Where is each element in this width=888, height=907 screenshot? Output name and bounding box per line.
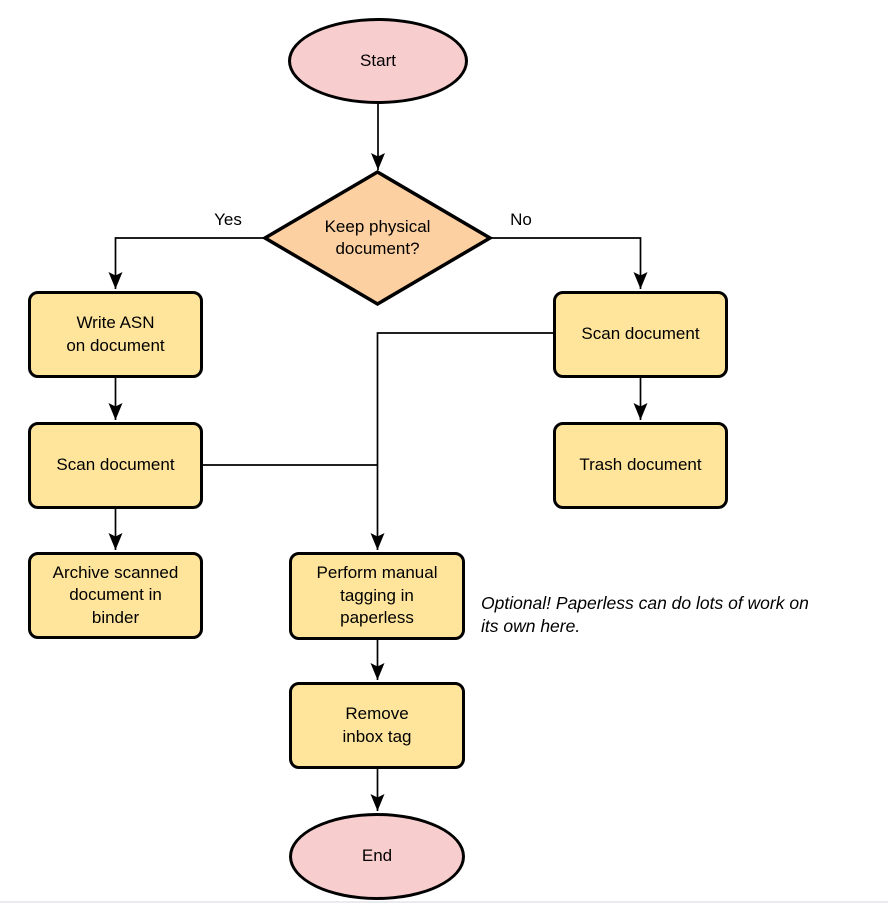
edge-label-yes: Yes: [214, 210, 242, 229]
edge-scan-right-to-tagging: [370, 332, 553, 550]
node-manual-tagging-label: Perform manual tagging in paperless: [316, 563, 438, 628]
node-decision: Keep physical document?: [257, 164, 498, 312]
node-start-label: Start: [360, 50, 396, 70]
node-archive-binder: Archive scanned document in binder: [28, 552, 203, 639]
edge-yes-to-write-asn: [108, 237, 265, 289]
decision-diamond-shape: [261, 169, 494, 307]
node-scan-document-right-label: Scan document: [581, 324, 700, 344]
edge-label-no: No: [510, 210, 532, 229]
node-manual-tagging: Perform manual tagging in paperless: [289, 552, 465, 640]
node-end: End: [289, 813, 465, 900]
node-write-asn: Write ASN on document: [28, 291, 203, 378]
node-scan-document-left-label: Scan document: [56, 455, 175, 475]
node-trash-document-label: Trash document: [579, 455, 702, 475]
node-start: Start: [288, 18, 468, 104]
node-end-label: End: [361, 846, 393, 866]
node-archive-binder-label: Archive scanned document in binder: [52, 562, 179, 627]
optional-note: Optional! Paperless can do lots of work …: [481, 593, 809, 636]
node-decision-label: Keep physical document?: [324, 216, 431, 258]
node-trash-document: Trash document: [553, 422, 728, 509]
node-scan-document-right: Scan document: [553, 291, 728, 378]
bottom-hairline: [0, 901, 888, 903]
node-remove-inbox-tag: Remove inbox tag: [289, 682, 465, 769]
edge-no-to-scan-right: [490, 237, 648, 289]
node-write-asn-label: Write ASN on document: [66, 313, 165, 355]
node-scan-document-left: Scan document: [28, 422, 203, 509]
node-remove-inbox-tag-label: Remove inbox tag: [342, 704, 412, 746]
